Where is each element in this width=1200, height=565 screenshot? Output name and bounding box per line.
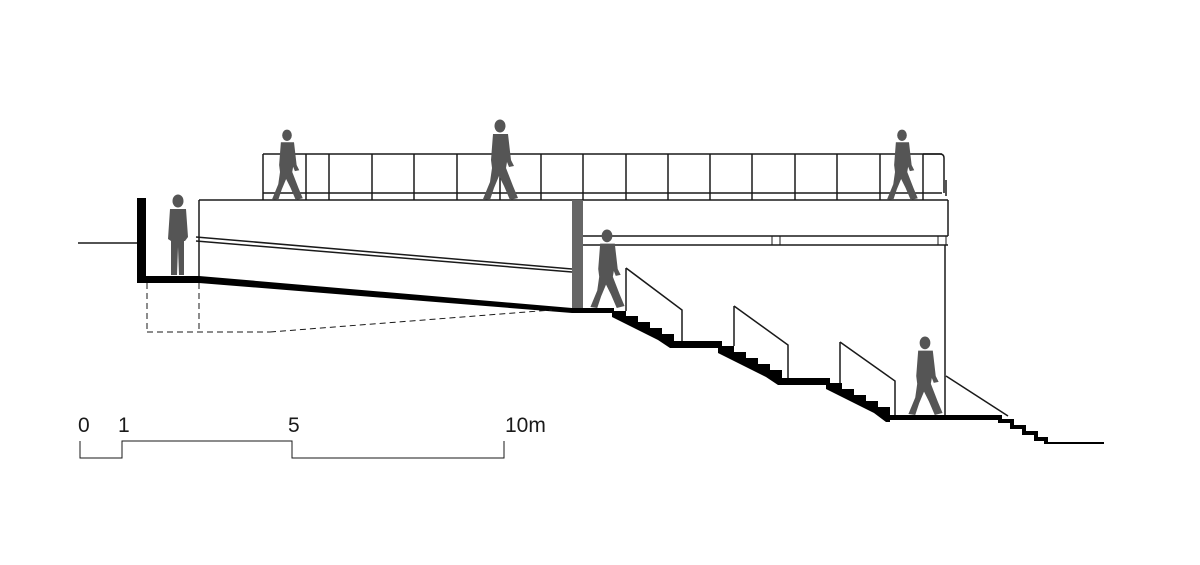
deck-railing <box>262 153 947 200</box>
ramp-handrail <box>195 236 573 273</box>
person-body <box>908 350 943 415</box>
person-body <box>887 142 918 200</box>
human-figures <box>168 119 943 415</box>
scale-label-0: 0 <box>78 414 90 437</box>
person-figure <box>483 119 518 200</box>
person-head <box>282 129 292 141</box>
person-body <box>272 142 303 200</box>
scale-label-1: 1 <box>118 414 130 437</box>
ground-line-left <box>78 198 146 278</box>
person-figure <box>168 194 188 275</box>
person-head <box>919 336 931 350</box>
section-cut <box>137 276 1104 444</box>
person-figure <box>908 336 943 415</box>
retaining-wall <box>572 200 583 310</box>
scale-label-10m: 10m <box>505 414 546 437</box>
person-head <box>172 194 184 208</box>
person-figure <box>887 129 918 200</box>
scale-label-5: 5 <box>288 414 300 437</box>
scale-bar: 0 1 5 10m <box>78 414 546 459</box>
person-head <box>601 229 613 243</box>
stair-handrails <box>625 267 1009 417</box>
person-body <box>483 134 518 200</box>
person-head <box>897 129 907 141</box>
hidden-foundation-lines <box>146 283 553 333</box>
person-figure <box>272 129 303 200</box>
person-head <box>494 119 506 133</box>
person-figure <box>590 229 625 308</box>
person-body <box>168 209 188 275</box>
person-body <box>590 243 625 308</box>
